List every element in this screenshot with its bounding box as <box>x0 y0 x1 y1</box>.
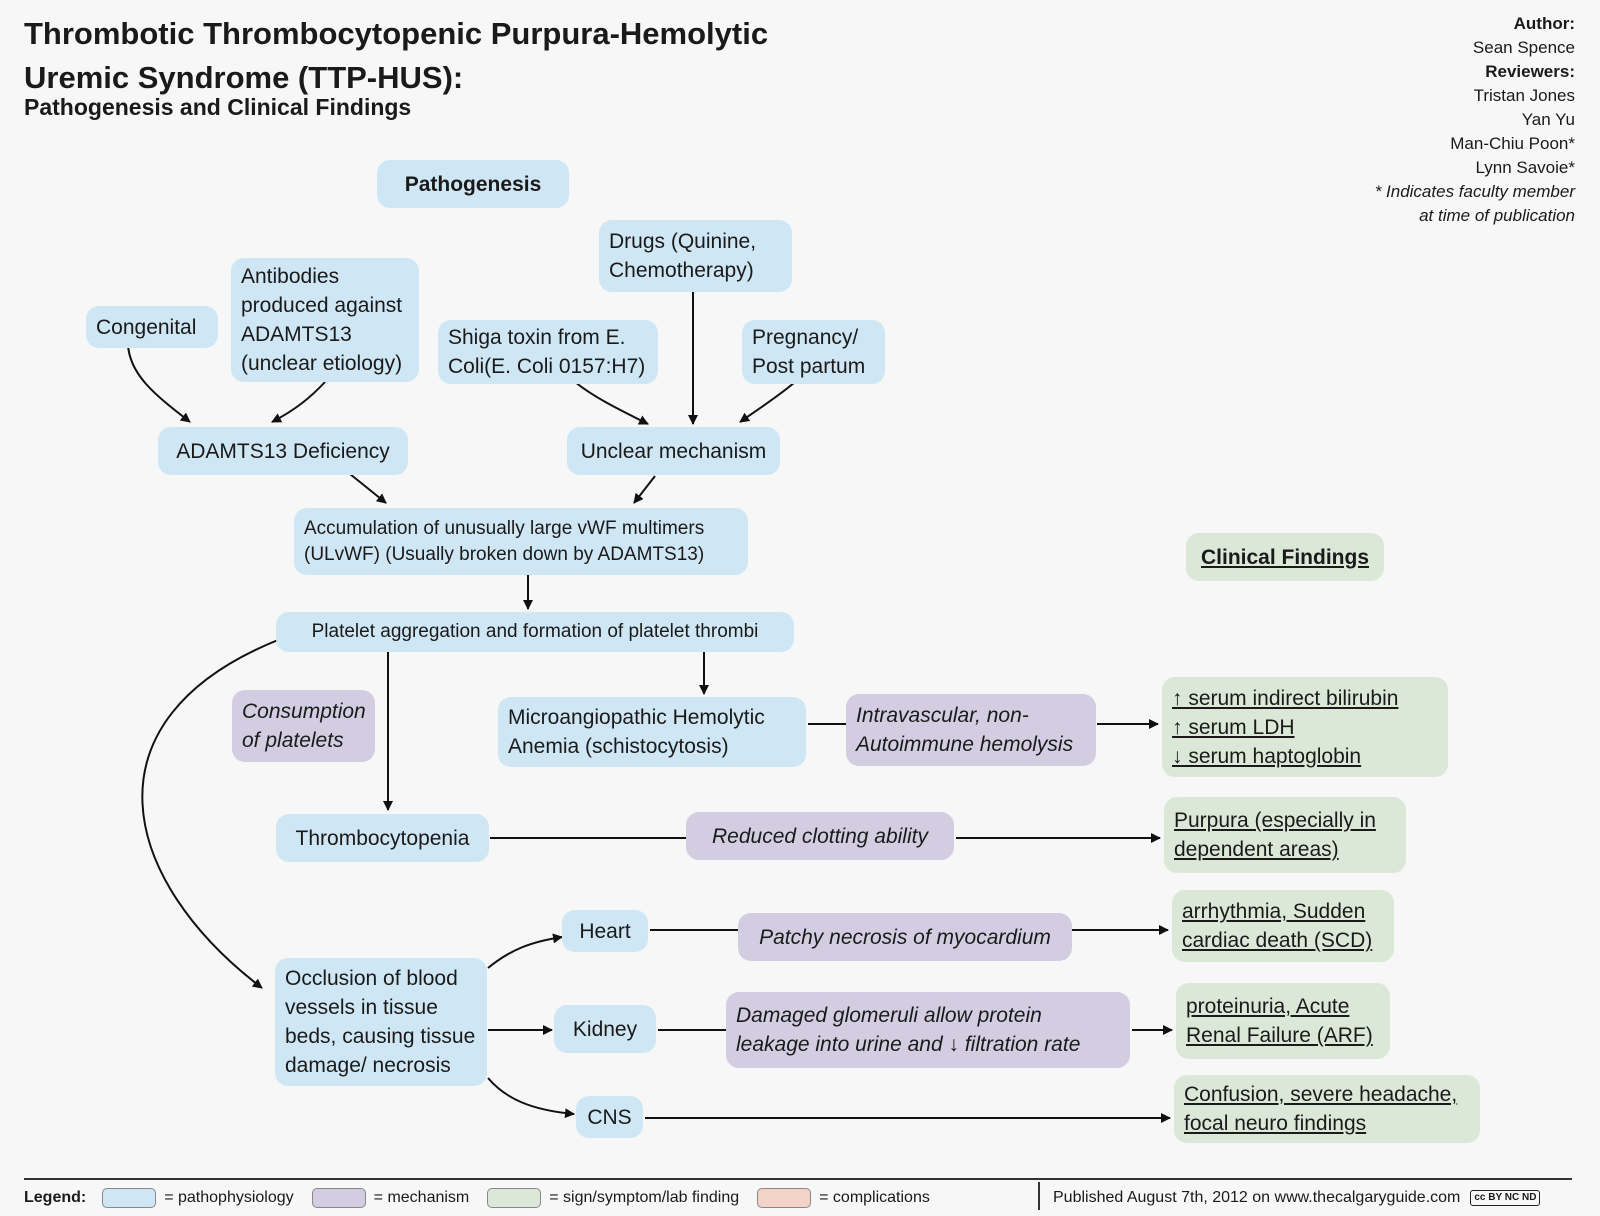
node-intravascular-hemolysis: Intravascular, non- Autoimmune hemolysis <box>846 694 1096 766</box>
node-patchy-necrosis: Patchy necrosis of myocardium <box>738 913 1072 961</box>
reviewer-name: Lynn Savoie* <box>1475 158 1575 177</box>
node-ulvwf-accumulation: Accumulation of unusually large vWF mult… <box>294 508 748 575</box>
credits: Author: Sean Spence Reviewers: Tristan J… <box>1375 12 1575 228</box>
author-name: Sean Spence <box>1472 38 1575 57</box>
legend: Legend: = pathophysiology = mechanism = … <box>24 1185 948 1211</box>
legend-item-complications: = complications <box>757 1188 930 1208</box>
legend-label: Legend: <box>24 1189 87 1206</box>
title-line-1: Thrombotic Thrombocytopenic Purpura-Hemo… <box>24 16 769 51</box>
faculty-note-cont: at time of publication <box>1419 206 1575 225</box>
node-vessel-occlusion: Occlusion of blood vessels in tissue bed… <box>275 958 487 1086</box>
title-line-2: Uremic Syndrome (TTP-HUS): <box>24 60 464 95</box>
reviewers-label: Reviewers: <box>1485 62 1575 81</box>
clinical-findings-header: Clinical Findings <box>1186 533 1384 581</box>
swatch-salmon <box>757 1188 812 1208</box>
arrow-pregnancy-to-unclear <box>739 381 796 423</box>
node-adamts13-deficiency: ADAMTS13 Deficiency <box>158 427 408 475</box>
node-thrombocytopenia: Thrombocytopenia <box>276 814 489 862</box>
finding-hemolysis-labs: ↑ serum indirect bilirubin ↑ serum LDH ↓… <box>1162 677 1448 777</box>
published-note: Published August 7th, 2012 on www.thecal… <box>1035 1185 1541 1211</box>
node-heart: Heart <box>562 910 648 952</box>
finding-neuro: Confusion, severe headache, focal neuro … <box>1174 1075 1480 1143</box>
node-shiga-toxin: Shiga toxin from E. Coli(E. Coli 0157:H7… <box>438 320 658 384</box>
node-damaged-glomeruli: Damaged glomeruli allow protein leakage … <box>726 992 1130 1068</box>
footer-separator <box>1038 1182 1040 1210</box>
reviewer-name: Yan Yu <box>1521 110 1575 129</box>
arrow-unclear-to-accumulation <box>633 475 656 504</box>
node-platelet-aggregation: Platelet aggregation and formation of pl… <box>276 612 794 652</box>
published-text: Published August 7th, 2012 on www.thecal… <box>1053 1189 1461 1206</box>
pathogenesis-header: Pathogenesis <box>377 160 569 208</box>
legend-item-finding: = sign/symptom/lab finding <box>487 1188 739 1208</box>
node-drugs: Drugs (Quinine, Chemotherapy) <box>599 220 792 292</box>
swatch-green <box>487 1188 542 1208</box>
arrow-aggregation-to-occlusion <box>141 639 279 989</box>
arrow-antibodies-to-deficiency <box>271 381 326 423</box>
swatch-purple <box>311 1188 366 1208</box>
arrow-occlusion-to-heart <box>487 933 563 969</box>
finding-purpura: Purpura (especially in dependent areas) <box>1164 797 1406 873</box>
faculty-note: * Indicates faculty member <box>1374 182 1575 201</box>
node-reduced-clotting: Reduced clotting ability <box>686 812 954 860</box>
finding-renal: proteinuria, Acute Renal Failure (ARF) <box>1176 983 1390 1059</box>
node-congenital: Congenital <box>86 306 218 348</box>
swatch-blue <box>102 1188 157 1208</box>
reviewer-name: Tristan Jones <box>1473 86 1575 105</box>
node-kidney: Kidney <box>554 1005 656 1053</box>
arrow-shiga-to-unclear <box>574 381 649 425</box>
legend-item-mechanism: = mechanism <box>311 1188 469 1208</box>
arrow-occlusion-to-cns <box>487 1077 575 1119</box>
node-antibodies: Antibodies produced against ADAMTS13 (un… <box>231 258 419 382</box>
footer-divider <box>24 1178 1572 1180</box>
node-consumption-of-platelets: Consumption of platelets <box>232 690 375 762</box>
node-cns: CNS <box>576 1096 643 1138</box>
arrow-congenital-to-deficiency <box>127 344 191 423</box>
arrow-deficiency-to-accumulation <box>349 473 387 504</box>
page-title: Thrombotic Thrombocytopenic Purpura-Hemo… <box>24 12 768 100</box>
reviewer-name: Man-Chiu Poon* <box>1450 134 1575 153</box>
node-pregnancy: Pregnancy/ Post partum <box>742 320 885 384</box>
creative-commons-icon: cc BY NC ND <box>1470 1190 1541 1206</box>
node-unclear-mechanism: Unclear mechanism <box>567 427 780 475</box>
finding-cardiac: arrhythmia, Sudden cardiac death (SCD) <box>1172 890 1394 962</box>
page-subtitle: Pathogenesis and Clinical Findings <box>24 94 412 120</box>
author-label: Author: <box>1513 14 1575 33</box>
legend-item-pathophysiology: = pathophysiology <box>102 1188 294 1208</box>
node-maha: Microangiopathic Hemolytic Anemia (schis… <box>498 697 806 767</box>
